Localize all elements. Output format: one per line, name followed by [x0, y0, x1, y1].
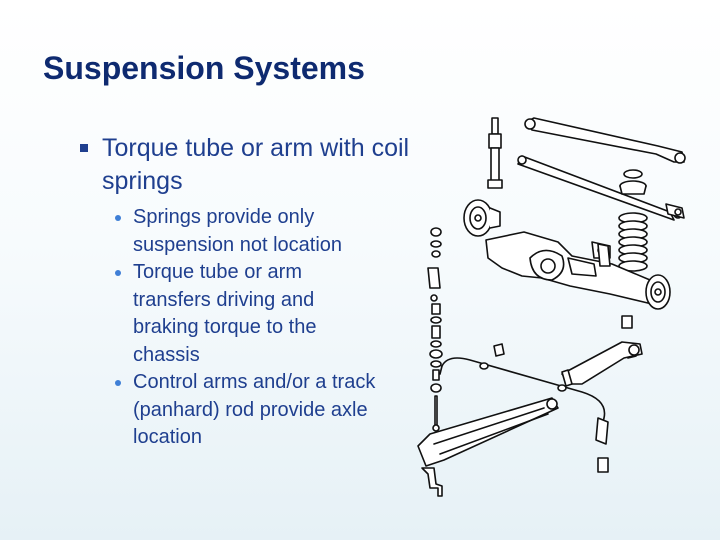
sub-bullet-item: Control arms and/or a track (panhard) ro…: [114, 369, 384, 452]
right-brake-drum: [645, 274, 671, 310]
upper-control-arm: [524, 117, 686, 164]
main-bullet: Torque tube or arm with coil springs: [80, 132, 420, 198]
sub-bullet-item: Torque tube or arm transfers driving and…: [114, 259, 384, 369]
torque-arm: [417, 397, 559, 497]
square-bullet-icon: [80, 144, 88, 152]
rear-link: [665, 203, 685, 219]
spring-seat: [619, 169, 647, 195]
sub-bullet-list: Springs provide only suspension not loca…: [114, 204, 384, 452]
stabilizer-bar: [439, 357, 609, 445]
lower-control-arm: [561, 341, 643, 387]
sub-bullet-text: Torque tube or arm transfers driving and…: [133, 261, 317, 366]
suspension-exploded-diagram: [417, 117, 686, 497]
slide-title: Suspension Systems: [43, 50, 365, 86]
main-bullet-text: Torque tube or arm with coil springs: [102, 134, 410, 195]
shock-absorber: [487, 117, 503, 189]
sub-bullet-item: Springs provide only suspension not loca…: [114, 204, 384, 259]
panhard-rod: [517, 155, 683, 221]
hardware-stack: [429, 227, 443, 432]
left-brake-drum: [463, 199, 501, 237]
sub-bullet-text: Control arms and/or a track (panhard) ro…: [133, 371, 376, 448]
coil-spring: [618, 212, 648, 272]
round-bullet-icon: [115, 380, 121, 386]
round-bullet-icon: [115, 215, 121, 221]
sub-bullet-text: Springs provide only suspension not loca…: [133, 206, 343, 256]
round-bullet-icon: [115, 270, 121, 276]
